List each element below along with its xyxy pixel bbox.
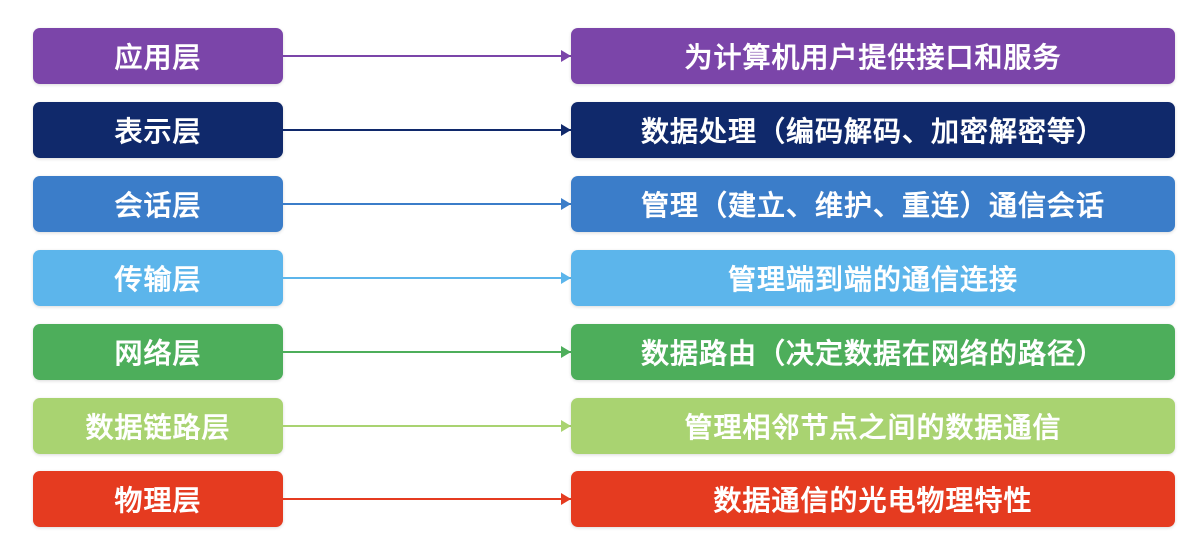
- layer-row: 应用层 为计算机用户提供接口和服务: [0, 28, 1200, 84]
- arrow-icon: [283, 271, 571, 284]
- layer-row: 会话层 管理（建立、维护、重连）通信会话: [0, 175, 1200, 232]
- layer-name-box: 应用层: [33, 28, 283, 84]
- layer-row: 表示层 数据处理（编码解码、加密解密等）: [0, 101, 1200, 158]
- layer-description-box: 管理相邻节点之间的数据通信: [571, 397, 1175, 454]
- layer-description-box: 数据通信的光电物理特性: [571, 471, 1175, 528]
- layer-name-box: 会话层: [33, 175, 283, 232]
- layer-row: 数据链路层 管理相邻节点之间的数据通信: [0, 397, 1200, 454]
- arrow-icon: [283, 345, 571, 358]
- layer-name-box: 数据链路层: [33, 397, 283, 454]
- layer-description-box: 数据处理（编码解码、加密解密等）: [571, 101, 1175, 158]
- layer-row: 物理层 数据通信的光电物理特性: [0, 471, 1200, 528]
- arrow-icon: [283, 419, 571, 432]
- layer-description-box: 管理（建立、维护、重连）通信会话: [571, 175, 1175, 232]
- layer-description-box: 管理端到端的通信连接: [571, 249, 1175, 306]
- layer-name-box: 表示层: [33, 101, 283, 158]
- layer-description-box: 数据路由（决定数据在网络的路径）: [571, 323, 1175, 380]
- layer-name-box: 传输层: [33, 249, 283, 306]
- layer-row: 网络层 数据路由（决定数据在网络的路径）: [0, 323, 1200, 380]
- arrow-icon: [283, 197, 571, 210]
- arrow-icon: [283, 493, 571, 506]
- layer-name-box: 网络层: [33, 323, 283, 380]
- layer-row: 传输层 管理端到端的通信连接: [0, 249, 1200, 306]
- arrow-icon: [283, 123, 571, 136]
- arrow-icon: [283, 50, 571, 62]
- layer-description-box: 为计算机用户提供接口和服务: [571, 28, 1175, 84]
- layer-name-box: 物理层: [33, 471, 283, 528]
